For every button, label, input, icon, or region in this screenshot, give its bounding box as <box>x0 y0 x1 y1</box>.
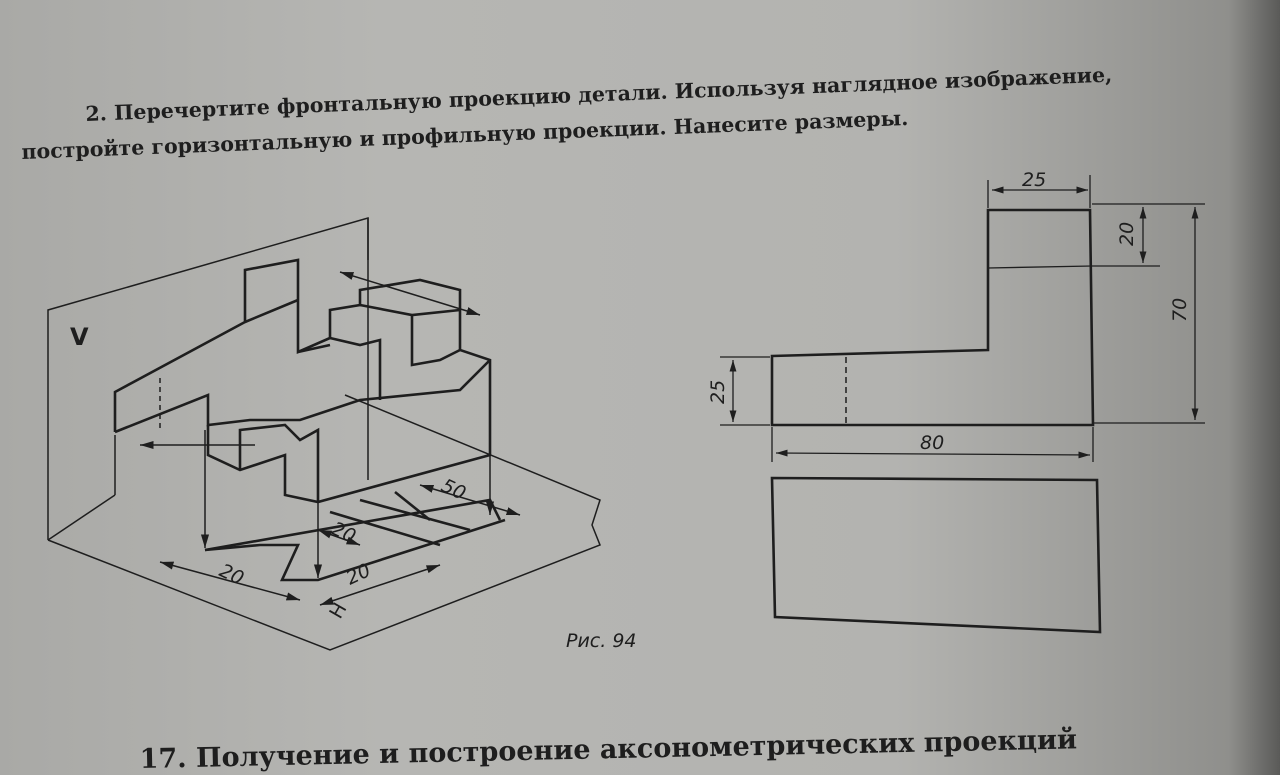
front-view <box>720 175 1205 634</box>
figure-caption: Рис. 94 <box>566 630 637 652</box>
dim-total-height: 70 <box>1169 298 1191 322</box>
dim-top-width: 25 <box>1022 169 1046 191</box>
dim-total-width: 80 <box>920 432 944 454</box>
dim-top-height: 20 <box>1116 222 1138 246</box>
iso-dim-50: 50 <box>438 475 469 505</box>
iso-dim-20-b: 20 <box>216 560 247 590</box>
plane-v-label: V <box>70 323 89 351</box>
plane-v <box>47 217 369 540</box>
dim-base-height: 25 <box>707 380 729 404</box>
plane-h <box>47 394 601 651</box>
isometric-view <box>47 217 601 651</box>
top-view-outline <box>770 476 1102 634</box>
part-outline <box>113 258 506 582</box>
